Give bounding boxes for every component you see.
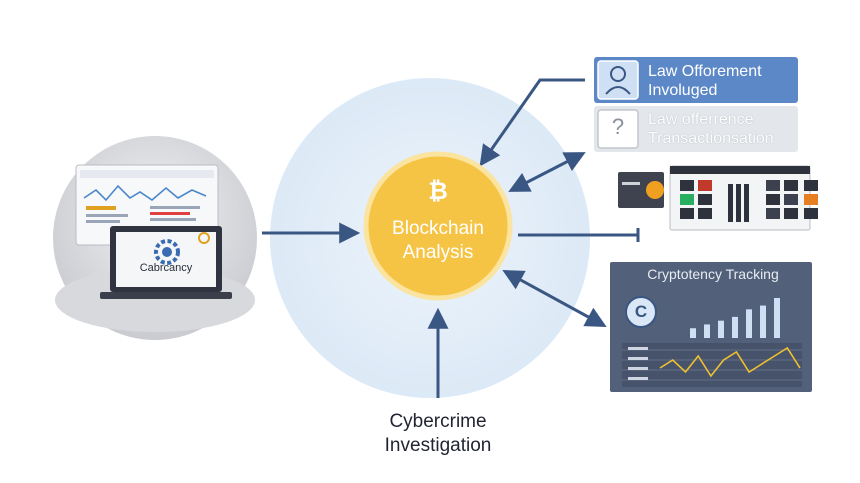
dashboard-column — [728, 184, 733, 222]
crypto-badge — [625, 296, 657, 328]
laptop-base — [100, 292, 232, 299]
gear-icon — [154, 239, 180, 265]
mini-bar — [746, 309, 752, 338]
row-label — [628, 367, 648, 370]
arrow-center-tracking — [502, 269, 607, 328]
crypto-tracking-card — [610, 262, 812, 392]
laptop-label: Cabrcancy — [139, 262, 193, 274]
dashboard-tile — [784, 194, 798, 205]
row-label — [628, 377, 648, 380]
arrow-center-transaction — [508, 152, 586, 192]
monitor-text-line — [150, 218, 196, 221]
mini-bar — [718, 320, 724, 338]
alert-icon — [646, 181, 664, 199]
tracking-title: Cryptotency Tracking — [647, 266, 779, 282]
law-enforcement-row — [594, 57, 798, 103]
law-enforcement-line1: Law Offorement — [648, 63, 762, 80]
mini-bar — [690, 328, 696, 338]
monitor-text-line — [86, 214, 128, 217]
bitcoin-icon: ₿ — [428, 178, 448, 205]
dashboard-column — [736, 184, 741, 222]
laptop-screen — [116, 232, 216, 287]
dashboard-tile — [804, 194, 818, 205]
monitor-chart-line — [83, 184, 207, 202]
bar-mini-chart — [690, 298, 780, 338]
crypto-badge-letter: C — [634, 302, 648, 321]
dashboard-tile — [698, 194, 712, 205]
notification-icon — [198, 232, 210, 244]
gear-icon-center — [162, 247, 172, 257]
blockchain-analysis-node — [363, 151, 513, 301]
law-enforcement-line2: Involuged — [648, 82, 718, 99]
dashboard-tile — [680, 194, 694, 205]
monitor-text-line — [150, 206, 200, 209]
dashboard-tile — [766, 208, 780, 219]
center-title-line2: Analysis — [402, 242, 474, 263]
dashboard-tile — [766, 180, 780, 191]
dashboard-side — [618, 172, 664, 208]
officer-icon-body — [605, 86, 631, 95]
mini-bar — [760, 305, 766, 338]
dashboard-tile — [698, 180, 712, 191]
bottom-label-line1: Cybercrime — [389, 411, 487, 432]
monitor-text-line — [86, 220, 120, 223]
dashboard-tile — [766, 194, 780, 205]
mini-bar — [704, 324, 710, 338]
center-title-line1: Blockchain — [392, 218, 484, 239]
trend-line — [659, 346, 801, 378]
dashboard-tile — [680, 180, 694, 191]
transaction-row — [594, 106, 798, 152]
dashboard-tile — [680, 208, 694, 219]
dashboard-tile — [698, 208, 712, 219]
dashboard-tile — [784, 180, 798, 191]
mini-bar — [774, 298, 780, 338]
left-panel — [53, 136, 257, 340]
question-icon: ? — [611, 114, 625, 139]
dashboard-tile — [804, 180, 818, 191]
dashboard-tile — [784, 208, 798, 219]
dashboard-tile — [804, 208, 818, 219]
monitor-header — [80, 170, 214, 178]
arrow-lawenforcement-to-center — [479, 78, 585, 167]
law-enforcement-card — [594, 57, 798, 152]
dashboard-panel — [618, 165, 818, 231]
monitor-text-line — [150, 212, 190, 215]
dashboard-column — [744, 184, 749, 222]
question-icon-box — [597, 109, 639, 149]
row-label — [628, 357, 648, 360]
mini-bar — [732, 316, 738, 338]
monitor-bar — [86, 206, 116, 210]
row-label — [628, 347, 648, 350]
transaction-line1: Law offerrence — [648, 111, 754, 128]
officer-icon — [610, 66, 626, 82]
transaction-line2: Transactionsation — [648, 130, 774, 147]
bottom-label-line2: Investigation — [384, 435, 492, 456]
